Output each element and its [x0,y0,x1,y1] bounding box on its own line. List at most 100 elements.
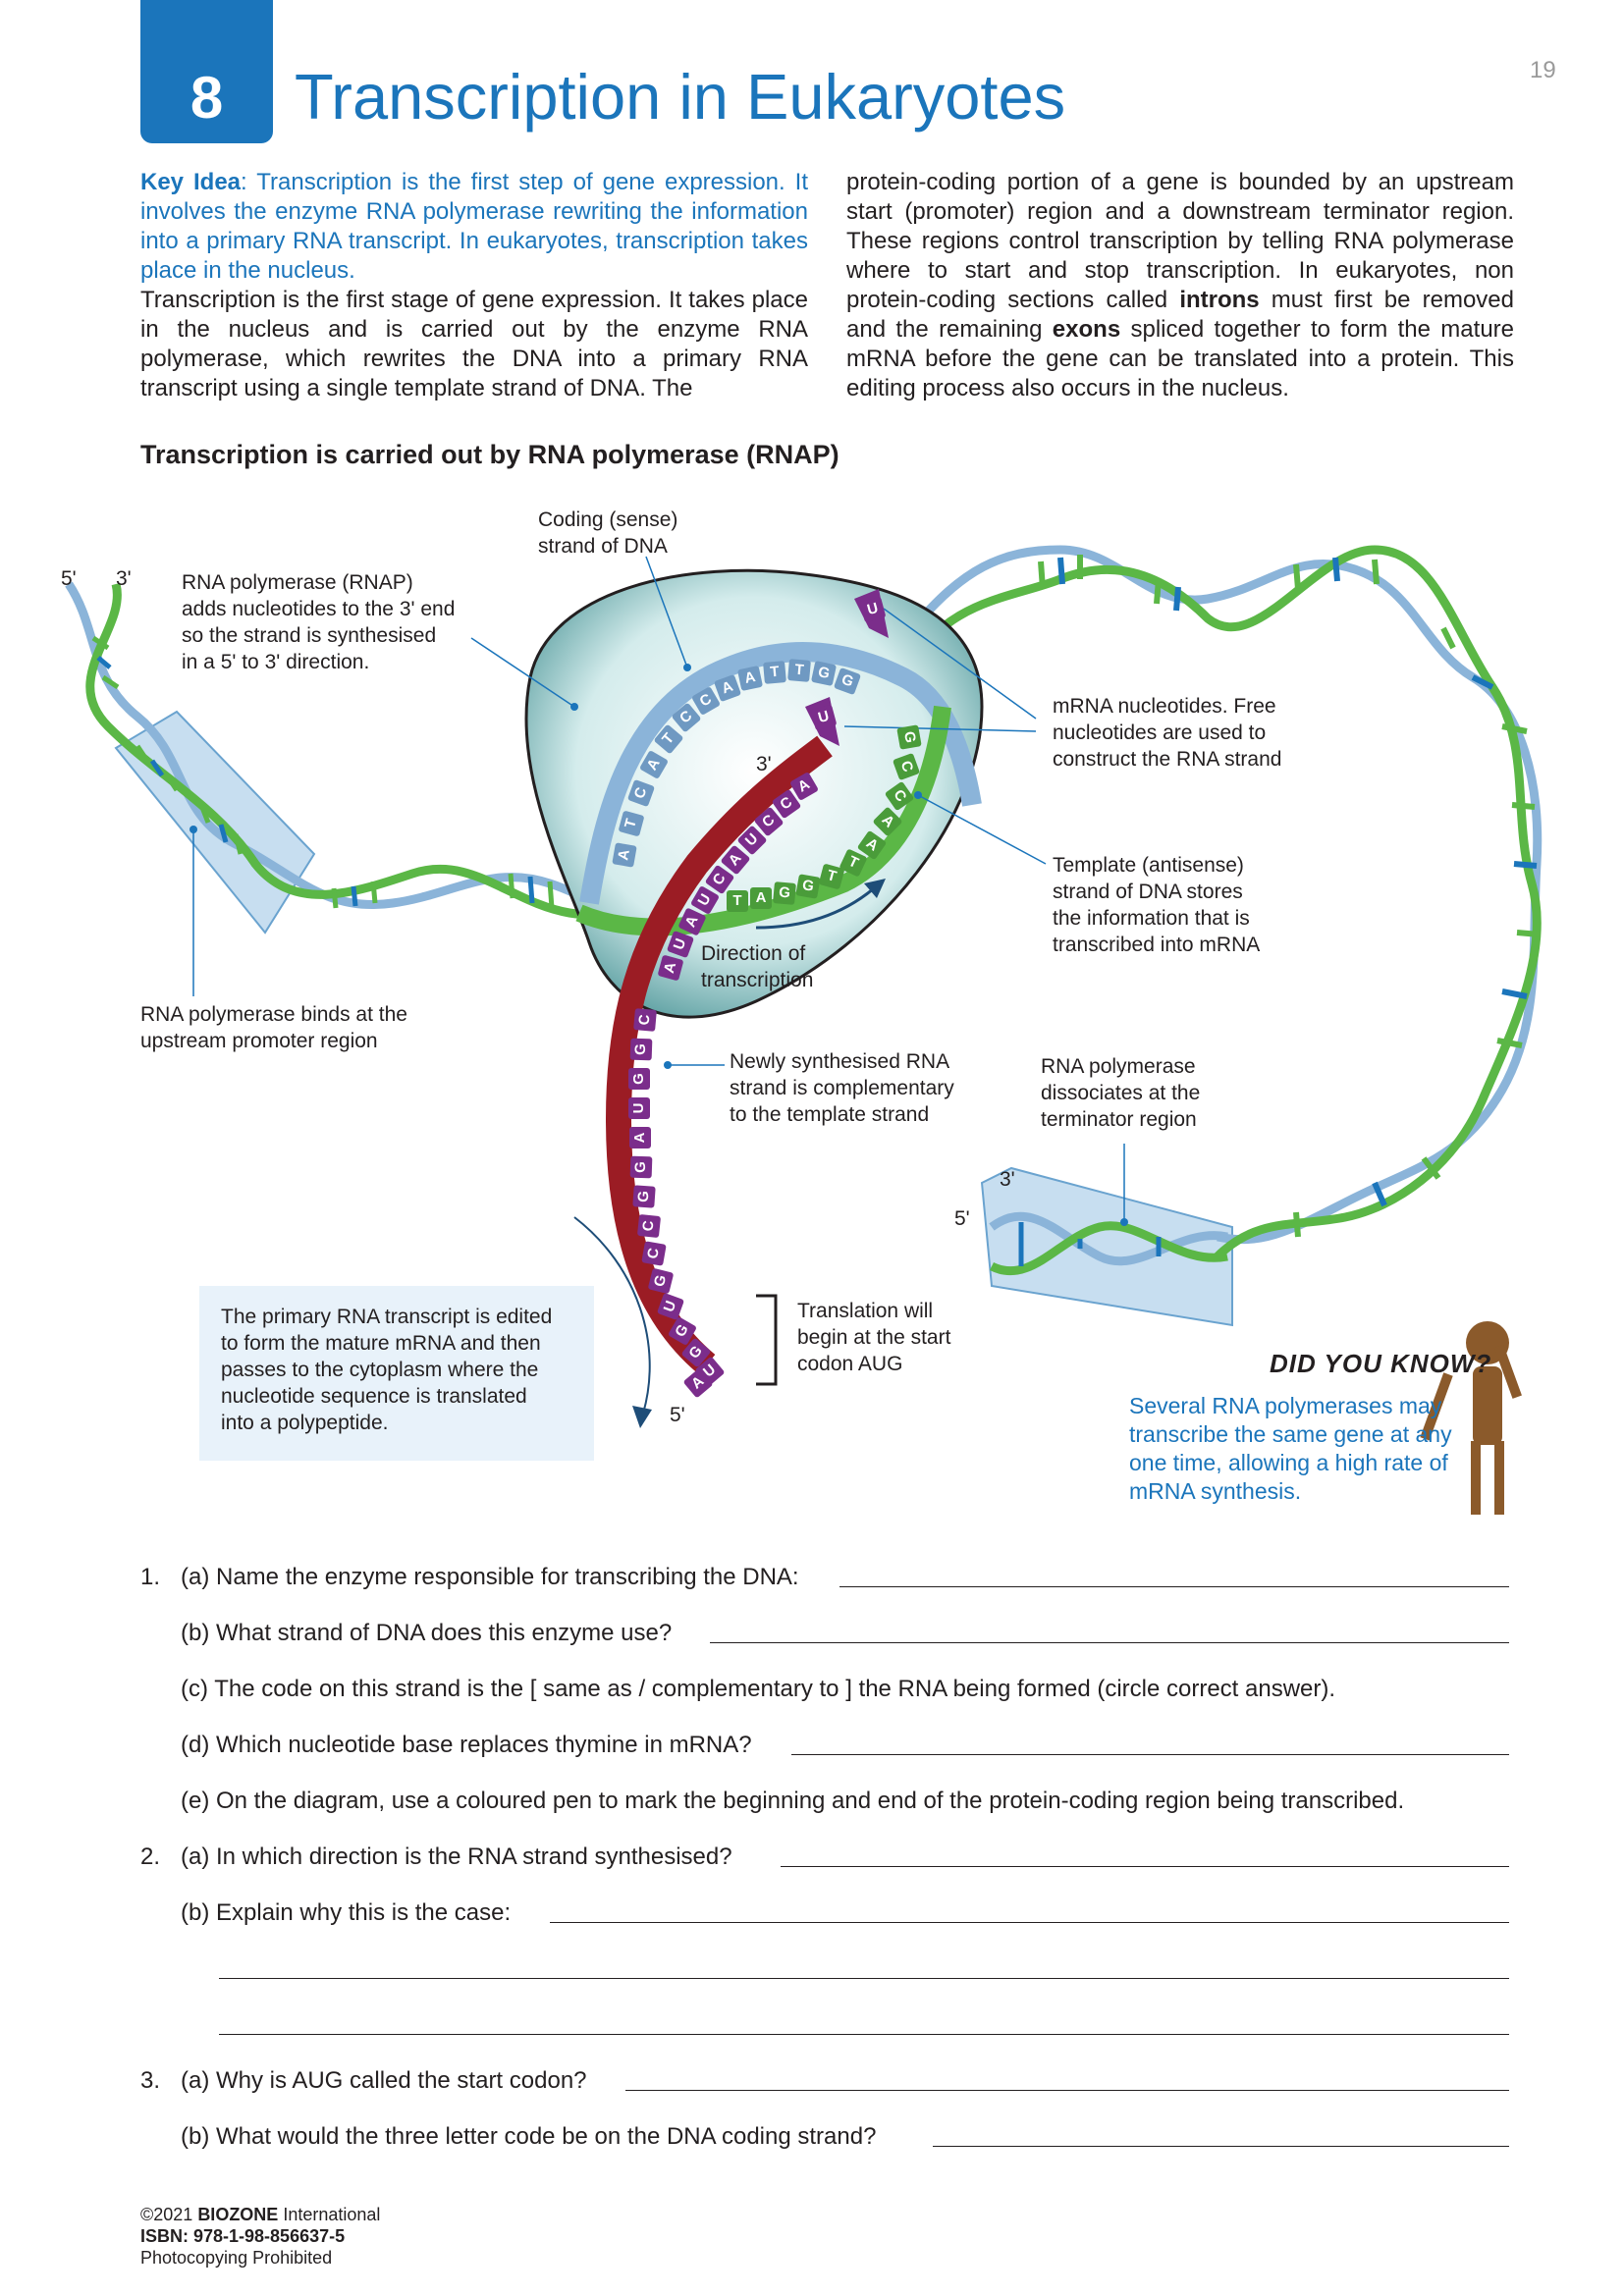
label-mrna-nucleotides: mRNA nucleotides. Free nucleotides are u… [1053,693,1281,773]
q1-number: 1. [140,1564,161,1590]
label-translation-line-3: codon AUG [797,1353,903,1375]
q1a-text: (a) Name the enzyme responsible for tran… [181,1564,799,1590]
q1c-text: (c) The code on this strand is the [ sam… [181,1676,1336,1702]
label-mrna-line-3: construct the RNA strand [1053,748,1282,771]
chapter-number: 8 [189,65,224,131]
end-5-right: 5' [954,1207,970,1230]
label-translation-line-1: Translation will [797,1300,934,1322]
brand-suffix: International [278,2205,381,2224]
label-template-line-2: strand of DNA stores [1053,881,1243,903]
footer-notice: Photocopying Prohibited [140,2248,333,2268]
rna-tail-base: U [628,1097,650,1119]
dna-helix-loop [898,545,1543,1260]
end-3-top: 3' [116,567,132,590]
footer: ©2021 BIOZONE International ISBN: 978-1-… [140,2204,380,2269]
label-direction-line-1: Direction of [701,942,806,965]
exons-term: exons [1052,316,1121,343]
label-template-line-4: transcribed into mRNA [1053,934,1261,956]
q2b-answer-line-3[interactable] [219,2034,1509,2035]
label-newly-synthesised: Newly synthesised RNA strand is compleme… [730,1048,954,1128]
q3a-text: (a) Why is AUG called the start codon? [181,2067,587,2094]
q3a-answer-line[interactable] [625,2090,1509,2091]
q2b-answer-line-1[interactable] [550,1922,1509,1923]
q2b-answer-line-2[interactable] [219,1978,1509,1979]
page-title: Transcription in Eukaryotes [295,61,1066,133]
q1d-answer-line[interactable] [791,1754,1509,1755]
chapter-tab [140,0,273,143]
page-number: 19 [1530,57,1556,83]
rna-tail-base: A [629,1127,651,1148]
intro-body-left: Transcription is the first stage of gene… [140,287,808,401]
label-mrna-line-1: mRNA nucleotides. Free [1053,695,1276,718]
rna-tail-base: G [628,1068,650,1090]
template-base: A [750,887,772,909]
rna-tail-base: C [641,1241,667,1266]
label-rnap-line-1: RNA polymerase (RNAP) [182,571,413,594]
label-dissoc-line-3: terminator region [1041,1108,1197,1131]
label-rnap-line-4: in a 5' to 3' direction. [182,651,370,673]
template-base: G [795,874,821,899]
label-newly-line-3: to the template strand [730,1103,930,1126]
rna-tail-base: G [632,1185,656,1208]
q1d-text: (d) Which nucleotide base replaces thymi… [181,1732,752,1758]
label-mrna-line-2: nucleotides are used to [1053,721,1267,744]
q2a-text: (a) In which direction is the RNA strand… [181,1843,732,1870]
template-base: G [773,881,796,905]
label-coding-line-1: Coding (sense) [538,508,678,531]
label-rnap-line-2: adds nucleotides to the 3' end [182,598,456,620]
q2a-answer-line[interactable] [781,1866,1509,1867]
intro-body-right: protein-coding portion of a gene is boun… [846,168,1514,403]
q1e-text: (e) On the diagram, use a coloured pen t… [181,1788,1405,1814]
q3b-answer-line[interactable] [933,2146,1509,2147]
label-translation: Translation will begin at the start codo… [797,1298,950,1377]
q1b-answer-line[interactable] [710,1642,1509,1643]
note-box [199,1286,594,1461]
leader-lines [192,556,1125,1222]
end-5-top: 5' [61,567,77,590]
label-template-line-1: Template (antisense) [1053,854,1244,877]
did-you-know-heading: DID YOU KNOW? [1270,1349,1492,1378]
q3b-text: (b) What would the three letter code be … [181,2123,877,2150]
label-promoter-line-1: RNA polymerase binds at the [140,1003,407,1026]
did-you-know-text: Several RNA polymerases may transcribe t… [1129,1393,1452,1504]
template-base: G [896,724,922,750]
leader-dots [189,664,1128,1226]
label-template-strand: Template (antisense) strand of DNA store… [1053,852,1260,958]
brand-name: BIOZONE [197,2205,279,2224]
cytoplasm-arrow [573,1216,652,1428]
copyright-text: ©2021 [140,2205,198,2224]
coding-base: T [787,659,811,682]
label-rnap-line-3: so the strand is synthesised [182,624,437,647]
key-idea: Key Idea: Transcription is the first ste… [140,168,808,286]
label-template-line-3: the information that is [1053,907,1250,930]
q2b-text: (b) Explain why this is the case: [181,1899,512,1926]
thinking-figure-icon [1420,1321,1522,1515]
label-translation-line-2: begin at the start [797,1326,951,1349]
end-3-inner: 3' [756,753,772,775]
key-idea-text: : Transcription is the first step of gen… [140,169,809,284]
label-coding-line-2: strand of DNA [538,535,668,558]
coding-base: T [763,661,786,684]
dna-helix-terminator [989,1211,1228,1276]
label-promoter: RNA polymerase binds at the upstream pro… [140,1001,407,1054]
label-newly-line-1: Newly synthesised RNA [730,1050,950,1073]
end-3-right: 3' [1000,1168,1015,1191]
coding-base: G [810,660,838,687]
label-direction-line-2: transcription [701,969,814,991]
note-text: The primary RNA transcript is edited to … [221,1306,553,1434]
intro-text-3: spliced together to form the mature mRNA… [846,316,1515,401]
q1b-text: (b) What strand of DNA does this enzyme … [181,1620,673,1646]
q2-number: 2. [140,1843,161,1870]
rna-tail-base: C [633,1008,657,1032]
intro-text-1: protein-coding portion of a gene is boun… [846,169,1514,313]
rna-tail-base: C [636,1213,662,1239]
rna-strand [605,735,833,1374]
rna-tail-base: G [629,1155,653,1179]
diagram-heading: Transcription is carried out by RNA poly… [140,440,839,469]
direction-arrow [755,879,886,930]
q1a-answer-line[interactable] [839,1586,1509,1587]
label-dissociates: RNA polymerase dissociates at the termin… [1041,1053,1200,1133]
label-promoter-line-2: upstream promoter region [140,1030,378,1052]
label-rnap: RNA polymerase (RNAP) adds nucleotides t… [182,569,455,675]
